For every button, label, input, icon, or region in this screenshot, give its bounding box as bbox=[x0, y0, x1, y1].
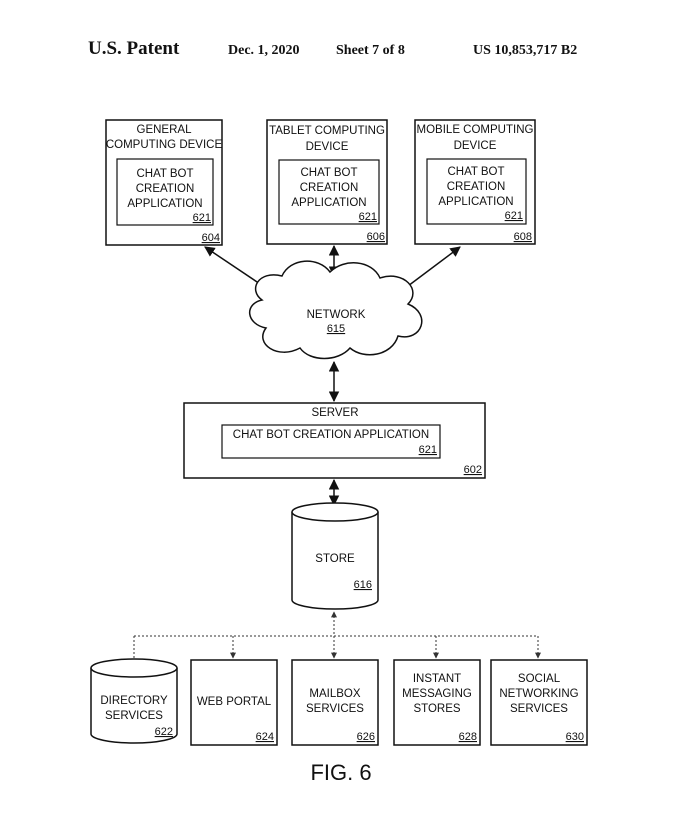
cloud-shape bbox=[249, 260, 423, 360]
app-label-line2: CREATION bbox=[447, 181, 506, 193]
device-label-line2: DEVICE bbox=[306, 141, 349, 153]
web-portal-box bbox=[190, 659, 278, 746]
app-label-line1: CHAT BOT bbox=[447, 166, 504, 178]
instant-messaging-label-line1: INSTANT bbox=[413, 673, 461, 685]
sheet-number: Sheet 7 of 8 bbox=[336, 43, 405, 58]
app-label-line3: APPLICATION bbox=[127, 198, 202, 210]
social-networking-label-line1: SOCIAL bbox=[518, 673, 561, 685]
web-portal-ref: 624 bbox=[256, 731, 274, 743]
server-label: SERVER bbox=[311, 407, 358, 419]
directory-services: DIRECTORY SERVICES 622 bbox=[90, 658, 178, 744]
directory-top bbox=[90, 658, 178, 678]
store-ref: 616 bbox=[354, 579, 372, 591]
app-box bbox=[116, 158, 214, 226]
device-label-line1: GENERAL bbox=[137, 124, 193, 136]
app-ref: 621 bbox=[193, 212, 211, 224]
device-label-line1: MOBILE COMPUTING bbox=[417, 124, 534, 136]
device-ref: 606 bbox=[367, 231, 385, 243]
mailbox-label-line1: MAILBOX bbox=[309, 688, 360, 700]
device-label-line2: DEVICE bbox=[454, 140, 497, 152]
app-box bbox=[278, 159, 380, 225]
directory-body bbox=[90, 668, 178, 744]
instant-messaging-stores: INSTANT MESSAGING STORES 628 bbox=[393, 659, 481, 746]
app-label-line2: CREATION bbox=[300, 182, 359, 194]
app-label-line3: APPLICATION bbox=[438, 196, 513, 208]
app-label-line1: CHAT BOT bbox=[300, 167, 357, 179]
device-ref: 604 bbox=[202, 232, 220, 244]
network-cloud: NETWORK 615 bbox=[249, 260, 423, 360]
device-mobile-computing: MOBILE COMPUTING DEVICE CHAT BOT CREATIO… bbox=[414, 119, 536, 245]
store-top bbox=[291, 502, 379, 522]
server-ref: 602 bbox=[464, 464, 482, 476]
mailbox-services: MAILBOX SERVICES 626 bbox=[291, 659, 379, 746]
mailbox-label-line2: SERVICES bbox=[306, 703, 364, 715]
patent-number: US 10,853,717 B2 bbox=[473, 43, 578, 58]
patent-label: U.S. Patent bbox=[88, 38, 180, 59]
network-ref: 615 bbox=[327, 323, 345, 335]
social-networking-ref: 630 bbox=[566, 731, 584, 743]
device-tablet-computing: TABLET COMPUTING DEVICE CHAT BOT CREATIO… bbox=[266, 119, 388, 245]
store: STORE 616 bbox=[291, 502, 379, 610]
app-label-line1: CHAT BOT bbox=[136, 168, 193, 180]
mailbox-box bbox=[291, 659, 379, 746]
device-ref: 608 bbox=[514, 231, 532, 243]
mailbox-ref: 626 bbox=[357, 731, 375, 743]
figure-label: FIG. 6 bbox=[310, 760, 372, 785]
instant-messaging-box bbox=[393, 659, 481, 746]
app-label-line2: CREATION bbox=[136, 183, 195, 195]
server: SERVER CHAT BOT CREATION APPLICATION 621… bbox=[183, 402, 486, 479]
server-app-label: CHAT BOT CREATION APPLICATION bbox=[233, 429, 429, 441]
directory-label-line1: DIRECTORY bbox=[100, 695, 168, 707]
app-ref: 621 bbox=[359, 211, 377, 223]
network-label: NETWORK bbox=[307, 309, 366, 321]
social-networking-label-line3: SERVICES bbox=[510, 703, 568, 715]
app-label-line3: APPLICATION bbox=[291, 197, 366, 209]
device-label-line1: TABLET COMPUTING bbox=[269, 125, 385, 137]
instant-messaging-label-line2: MESSAGING bbox=[402, 688, 472, 700]
web-portal-label: WEB PORTAL bbox=[197, 696, 272, 708]
directory-label-line2: SERVICES bbox=[105, 710, 163, 722]
server-app-ref: 621 bbox=[419, 444, 437, 456]
app-box bbox=[426, 158, 527, 225]
store-label: STORE bbox=[315, 553, 355, 565]
directory-ref: 622 bbox=[155, 726, 173, 738]
social-networking-services: SOCIAL NETWORKING SERVICES 630 bbox=[490, 659, 588, 746]
store-distribution-lines bbox=[131, 611, 541, 669]
patent-date: Dec. 1, 2020 bbox=[228, 43, 300, 58]
store-body bbox=[291, 512, 379, 610]
device-general-computing: GENERAL COMPUTING DEVICE CHAT BOT CREATI… bbox=[105, 119, 223, 246]
instant-messaging-label-line3: STORES bbox=[413, 703, 460, 715]
app-ref: 621 bbox=[505, 210, 523, 222]
instant-messaging-ref: 628 bbox=[459, 731, 477, 743]
social-networking-box bbox=[490, 659, 588, 746]
server-app-box bbox=[221, 424, 441, 459]
social-networking-label-line2: NETWORKING bbox=[499, 688, 578, 700]
web-portal: WEB PORTAL 624 bbox=[190, 659, 278, 746]
device-label-line2: COMPUTING DEVICE bbox=[106, 139, 223, 151]
